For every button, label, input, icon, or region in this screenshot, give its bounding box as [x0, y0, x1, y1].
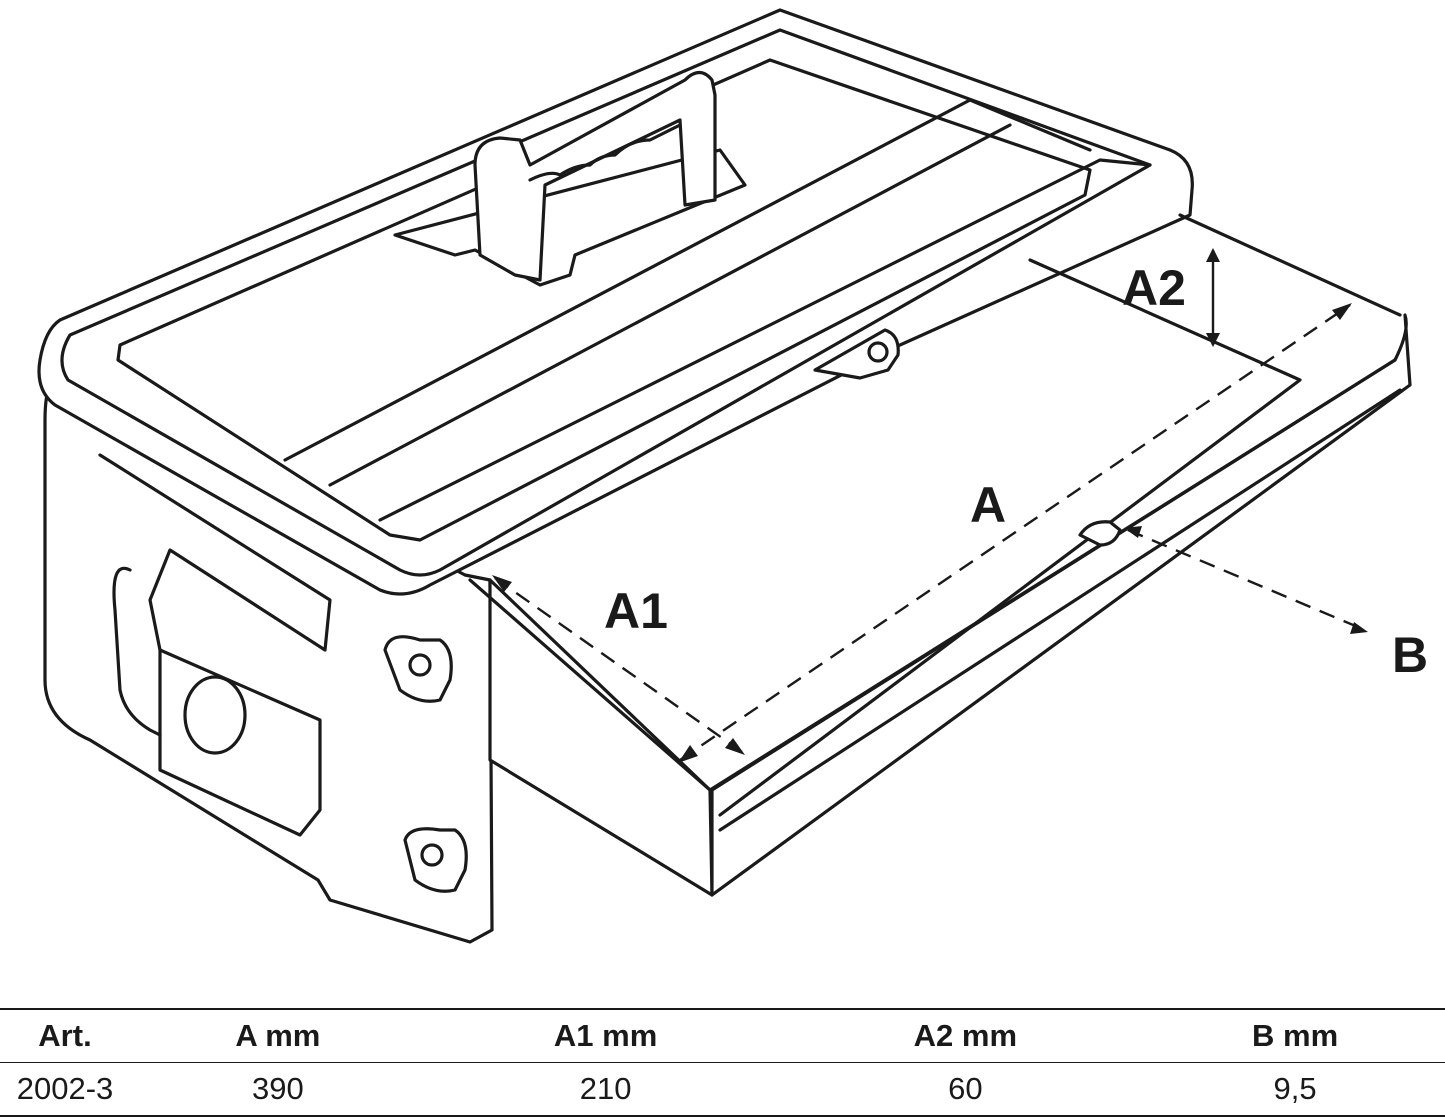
dim-a2-arrow-up — [1206, 248, 1220, 262]
drawer-rail — [718, 388, 1402, 832]
drawer-tab — [1078, 520, 1122, 547]
cell-a1: 210 — [425, 1062, 786, 1117]
lid-step — [378, 158, 1152, 522]
header-a: A mm — [130, 1008, 426, 1063]
lid-top-panel — [116, 58, 1092, 542]
cell-b: 9,5 — [1145, 1062, 1445, 1117]
label-a: A — [970, 477, 1006, 533]
handle — [473, 70, 717, 282]
side-bracket-lower — [112, 566, 162, 737]
toolbox-drawing: A A1 A2 B — [37, 8, 1428, 944]
spec-table: Art. A mm A1 mm A2 mm B mm 2002-3 390 21… — [0, 1008, 1445, 1117]
lid-tray-edge — [283, 98, 1092, 462]
dim-a2-arrow-down — [1206, 333, 1220, 347]
dim-a-arrow-end — [1332, 303, 1352, 320]
drawer-inner-wall — [718, 258, 1302, 817]
spec-table-header-row: Art. A mm A1 mm A2 mm B mm — [0, 1008, 1445, 1063]
cell-art: 2002-3 — [0, 1062, 130, 1117]
label-a1: A1 — [604, 583, 668, 639]
corner-lug-bottom — [403, 827, 468, 893]
drawer-top-rim — [468, 358, 1397, 792]
clip-hole — [183, 675, 247, 755]
dim-a1-arrow-start — [492, 575, 512, 592]
dim-a-arrow-start — [678, 745, 698, 763]
cell-a: 390 — [130, 1062, 426, 1117]
lid-inner-rim — [60, 28, 1152, 577]
box-lid — [37, 8, 1194, 596]
lid-groove — [328, 123, 1012, 487]
dim-a1-arrow-end — [725, 738, 745, 755]
header-b: B mm — [1145, 1008, 1445, 1063]
dim-line-a — [679, 304, 1351, 761]
handle-grip — [528, 123, 682, 182]
cell-a2: 60 — [785, 1062, 1146, 1117]
corner-lug-top — [383, 635, 453, 703]
side-clip — [158, 648, 322, 837]
dim-b-arrow-start — [1124, 526, 1142, 538]
header-a1: A1 mm — [425, 1008, 786, 1063]
header-a2: A2 mm — [785, 1008, 1146, 1063]
handle-recess — [393, 148, 747, 287]
label-b: B — [1392, 627, 1428, 683]
corner-hole-top — [408, 653, 432, 677]
drawer-back-edge — [1178, 213, 1402, 317]
corner-hole-bottom — [420, 843, 444, 867]
dim-b-arrow-end — [1350, 622, 1368, 634]
label-a2: A2 — [1122, 260, 1186, 316]
header-art: Art. — [0, 1008, 130, 1063]
table-row: 2002-3 390 210 60 9,5 — [0, 1062, 1445, 1117]
lid-tab-center-hole — [867, 341, 889, 363]
side-bracket — [98, 453, 332, 652]
dim-line-b — [1127, 528, 1366, 632]
